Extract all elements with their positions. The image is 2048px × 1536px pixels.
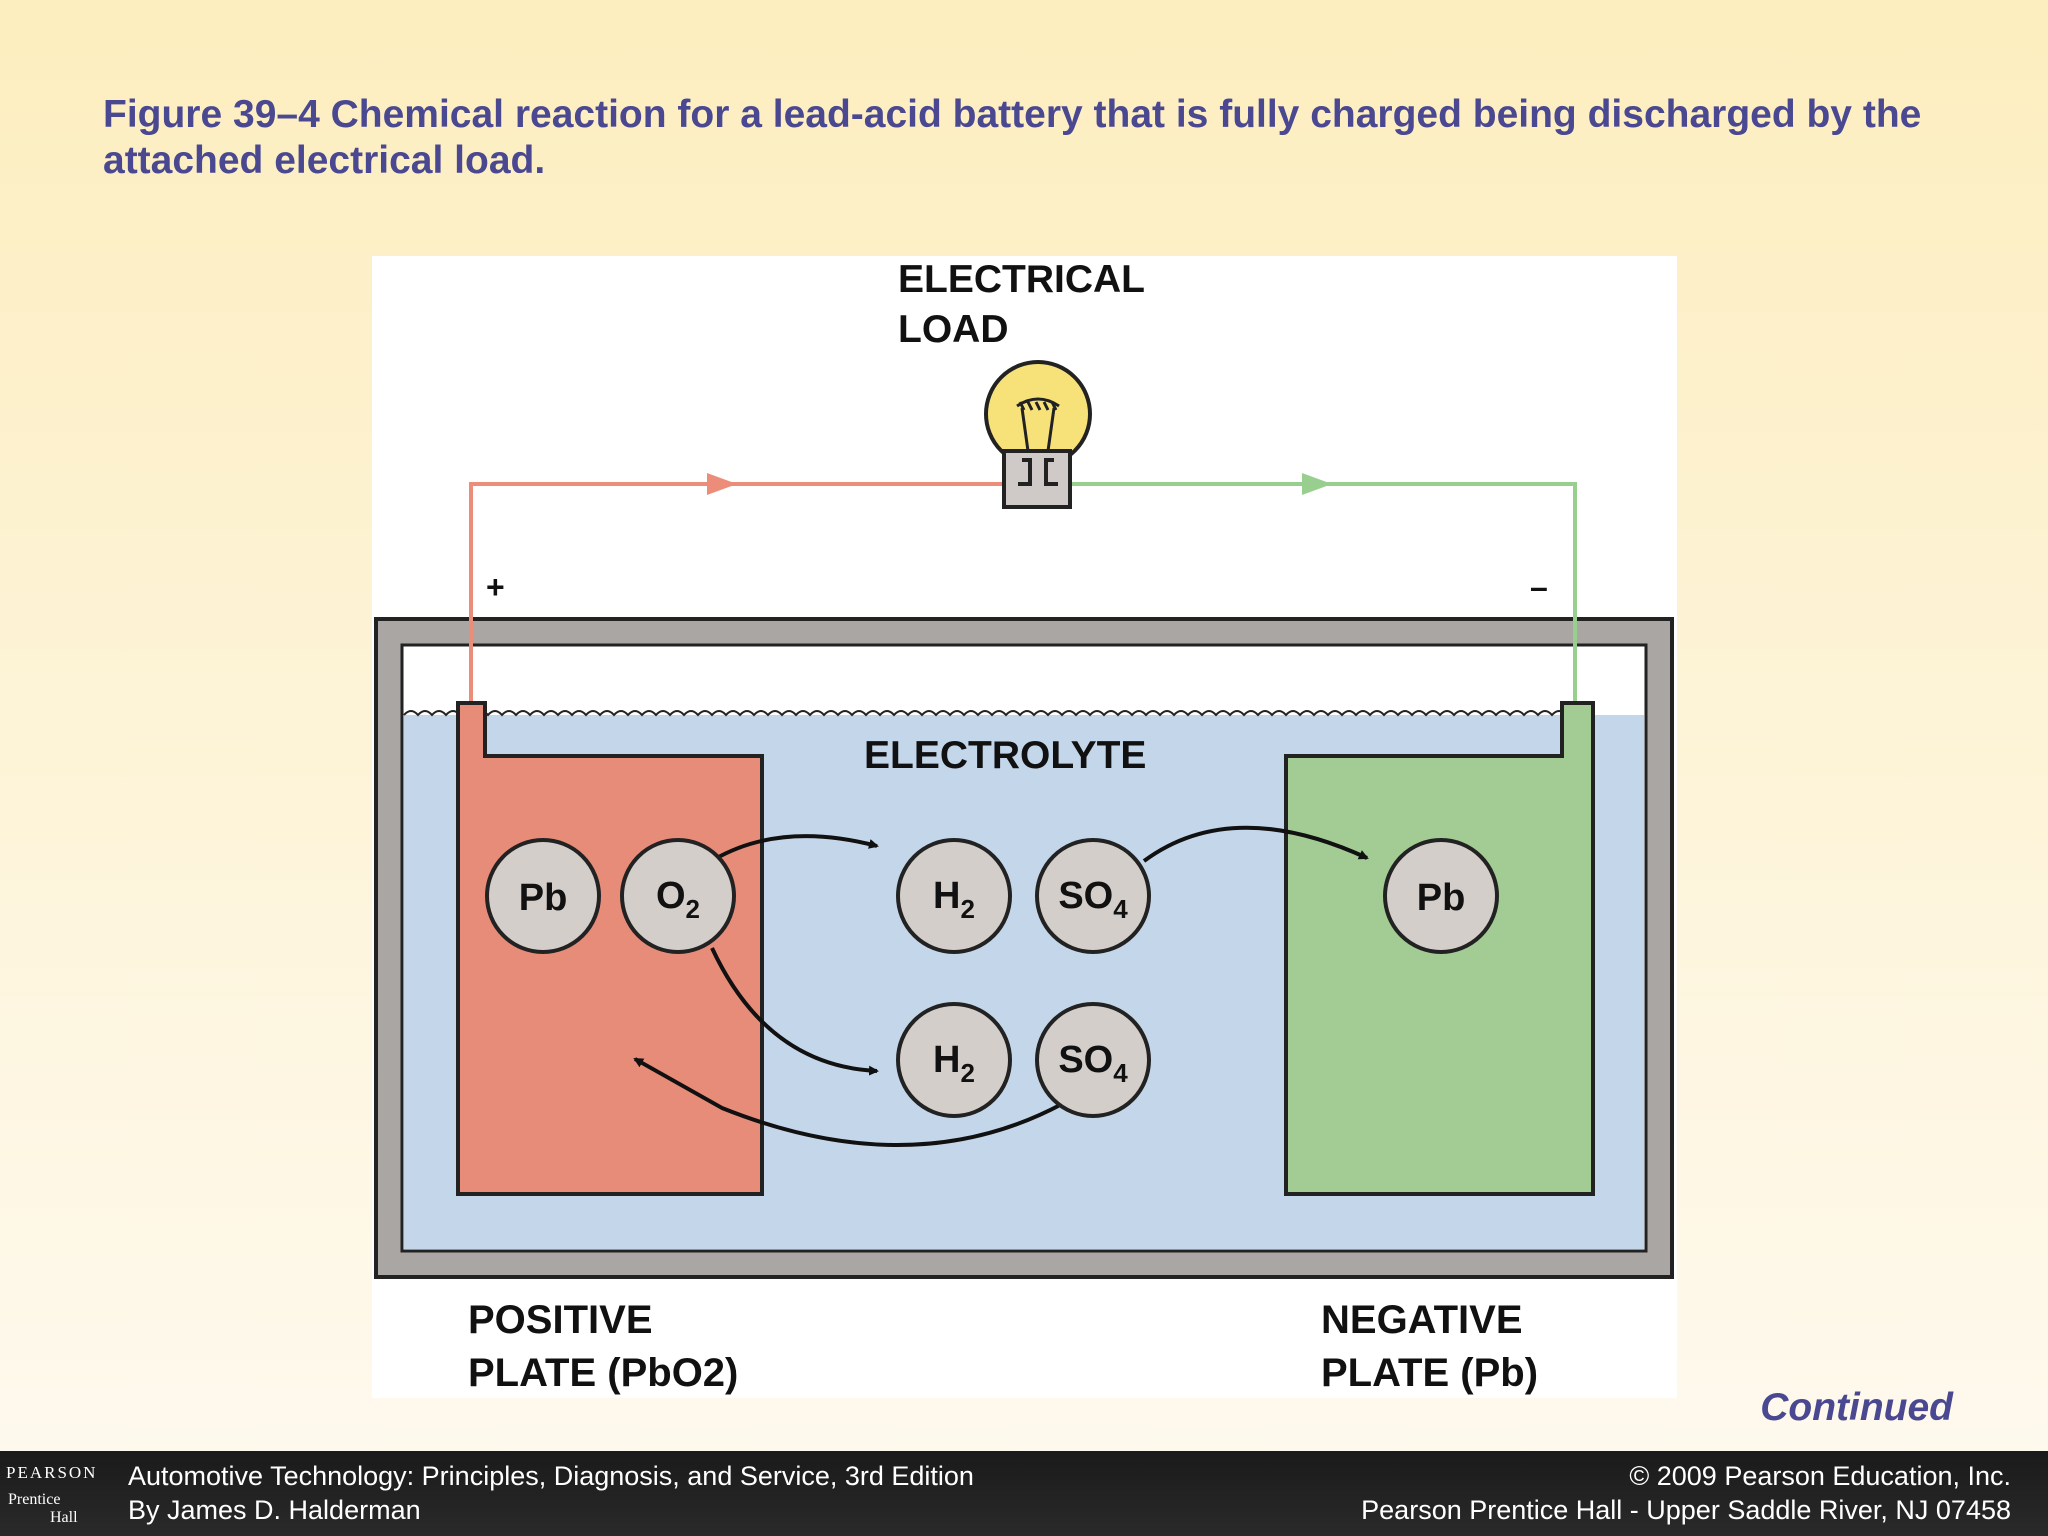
h2-bottom-label: H (933, 1039, 960, 1081)
molecule-h2-bottom: H2 (896, 1002, 1012, 1118)
logo-sub1: Prentice (8, 1491, 61, 1508)
negative-wire-arrow (1302, 473, 1332, 495)
svg-text:SO4: SO4 (1058, 1039, 1128, 1088)
footer-book-title: Automotive Technology: Principles, Diagn… (128, 1461, 974, 1491)
arrow-o2-to-h2-bottom (710, 947, 879, 1076)
footer-copyright: © 2009 Pearson Education, Inc. (1629, 1461, 2011, 1491)
svg-text:H2: H2 (933, 1039, 975, 1088)
electrolyte-surface (403, 710, 1595, 717)
molecule-so4-top: SO4 (1035, 838, 1151, 954)
h2-top-label: H (933, 875, 960, 917)
molecule-h2-top: H2 (896, 838, 1012, 954)
svg-text:Pb: Pb (519, 877, 568, 919)
negative-wire (1068, 482, 1577, 703)
positive-plate-label-line2: PLATE (PbO2) (468, 1351, 738, 1395)
load-label-line1: ELECTRICAL (898, 258, 1145, 301)
positive-plate (456, 701, 764, 1196)
molecule-so4-bottom: SO4 (1035, 1002, 1151, 1118)
negative-plate-label-line2: PLATE (Pb) (1321, 1351, 1538, 1395)
so4-top-label: SO (1058, 875, 1113, 917)
so4-bottom-label: SO (1058, 1039, 1113, 1081)
arrow-so4-to-positive-plate (633, 1057, 1063, 1147)
positive-wire (469, 482, 1010, 703)
so4-bottom-subscript: 4 (1113, 1058, 1128, 1088)
positive-plate-label-line1: POSITIVE (468, 1298, 653, 1342)
h2-bottom-subscript: 2 (960, 1058, 974, 1088)
svg-text:O2: O2 (656, 875, 700, 924)
svg-text:H2: H2 (933, 875, 975, 924)
o2-label: O (656, 875, 686, 917)
light-bulb-icon (984, 360, 1092, 509)
arrow-so4-to-pb (1142, 825, 1369, 863)
negative-plate-label-line1: NEGATIVE (1321, 1298, 1523, 1342)
pearson-logo: PEARSON Prentice Hall (0, 1451, 100, 1536)
plus-sign: + (486, 569, 505, 605)
logo-brand: PEARSON (6, 1463, 98, 1482)
arrow-o2-to-h2-top (714, 834, 879, 861)
pb-left-label: Pb (519, 877, 568, 919)
minus-sign: – (1530, 569, 1548, 605)
figure-caption: Figure 39–4 Chemical reaction for a lead… (103, 93, 1922, 182)
battery-diagram: ELECTRICAL LOAD + – ELECTROLYTE Pb O2 H2 (372, 256, 1677, 1398)
footer-author: By James D. Halderman (128, 1495, 421, 1525)
svg-text:SO4: SO4 (1058, 875, 1128, 924)
molecule-pb-right: Pb (1383, 838, 1499, 954)
h2-top-subscript: 2 (960, 894, 974, 924)
positive-wire-arrow (707, 473, 737, 495)
footer-bar: PEARSON Prentice Hall Automotive Technol… (0, 1451, 2048, 1536)
molecule-pb-left: Pb (485, 838, 601, 954)
o2-subscript: 2 (686, 894, 700, 924)
molecule-o2: O2 (620, 838, 736, 954)
battery-diagram-svg: ELECTRICAL LOAD + – ELECTROLYTE Pb O2 H2 (374, 258, 1674, 1395)
svg-text:Pb: Pb (1417, 877, 1466, 919)
footer-publisher: Pearson Prentice Hall - Upper Saddle Riv… (1361, 1495, 2011, 1525)
so4-top-subscript: 4 (1113, 894, 1128, 924)
pb-right-label: Pb (1417, 877, 1466, 919)
electrolyte-label: ELECTROLYTE (864, 734, 1146, 777)
load-label-line2: LOAD (898, 308, 1009, 351)
continued-label: Continued (1760, 1386, 1953, 1429)
logo-sub2: Hall (50, 1509, 78, 1526)
